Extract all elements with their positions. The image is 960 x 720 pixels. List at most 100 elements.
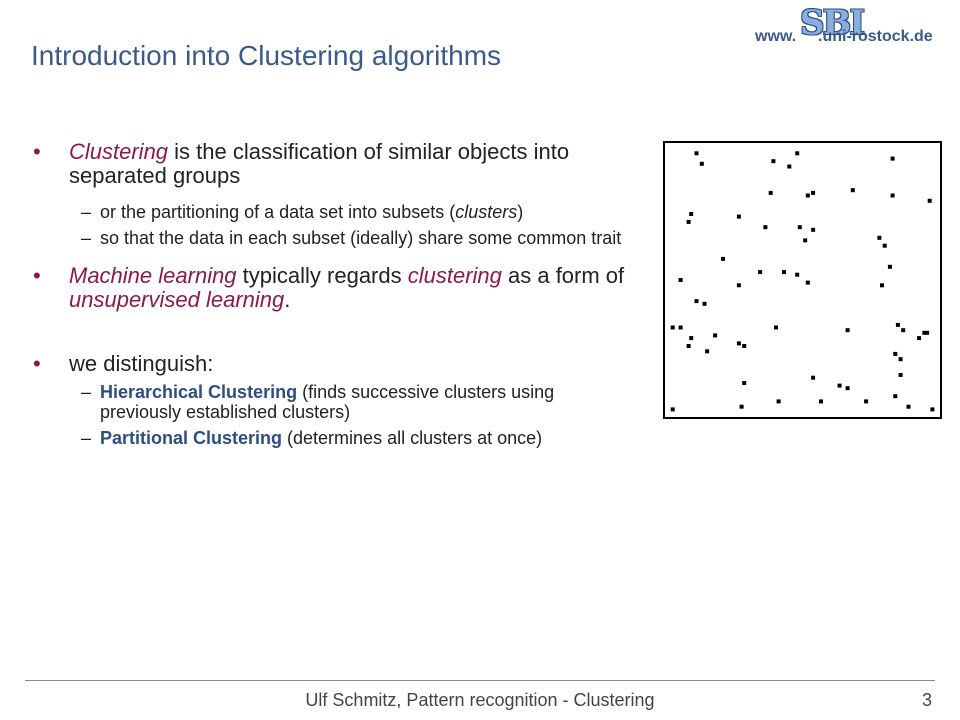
scatter-point: [678, 325, 683, 330]
scatter-point: [922, 330, 927, 335]
footer-divider: [25, 680, 935, 681]
dash: –: [81, 228, 92, 248]
dash: –: [81, 202, 92, 222]
scatter-point: [917, 336, 922, 341]
scatter-point: [686, 344, 691, 348]
scatter-point: [811, 375, 816, 380]
scatter-point: [736, 341, 741, 346]
scatter-point: [925, 330, 930, 335]
scatter-point: [670, 325, 675, 330]
scatter-point: [805, 193, 810, 198]
scatter-point: [930, 407, 935, 412]
sub-bullet-partitional: –Partitional Clustering (determines all …: [33, 428, 633, 448]
scatter-point: [787, 164, 792, 169]
scatter-point: [797, 225, 802, 230]
scatter-point: [686, 219, 691, 224]
dash: –: [81, 382, 92, 402]
scatter-point: [811, 227, 816, 232]
scatter-point: [890, 156, 895, 161]
scatter-point: [887, 264, 892, 269]
logo-suffix: .uni-rostock.de: [818, 28, 933, 45]
scatter-point: [805, 280, 810, 285]
scatter-point: [893, 351, 898, 356]
sub-bullet-hierarchical: –Hierarchical Clustering (finds successi…: [33, 382, 633, 422]
scatter-point: [898, 373, 903, 377]
scatter-point: [819, 399, 823, 404]
sub-bullet-text: so that the data in each subset (ideally…: [100, 228, 622, 248]
bullet-we-distinguish: we distinguish:: [33, 351, 633, 377]
scatter-point: [699, 161, 704, 166]
logo-mark: SBI: [800, 3, 865, 43]
term-clustering: clustering: [407, 263, 502, 288]
scatter-point: [890, 193, 895, 198]
page-number: 3: [921, 690, 932, 710]
bullet-text: typically regards: [236, 263, 408, 288]
sub-bullet-partitioning: –or the partitioning of a data set into …: [33, 202, 633, 222]
term-machine-learning: Machine learning: [69, 263, 237, 288]
scatter-point: [795, 272, 800, 277]
sub-bullet-text: (finds successive clusters using previou…: [100, 382, 555, 422]
bullet-text: we distinguish:: [69, 351, 214, 376]
scatter-point: [689, 212, 694, 216]
scatter-plot: [663, 141, 942, 419]
sub-bullet-text: (determines all clusters at once): [282, 428, 543, 448]
footer-text: Ulf Schmitz, Pattern recognition - Clust…: [305, 690, 655, 710]
scatter-point: [736, 214, 741, 219]
bullet-text: is the classification of similar objects…: [69, 139, 570, 188]
scatter-point: [906, 404, 911, 409]
scatter-point: [864, 399, 869, 404]
term-clustering: Clustering: [69, 139, 169, 164]
scatter-point: [758, 270, 763, 275]
slide-content: Clustering is the classification of simi…: [33, 140, 633, 449]
scatter-point: [742, 344, 747, 348]
scatter-point: [705, 349, 710, 354]
sub-bullet-text: or the partitioning of a data set into s…: [100, 202, 456, 222]
scatter-point: [739, 404, 744, 409]
scatter-point: [893, 394, 898, 399]
term-partitional-clustering: Partitional Clustering: [100, 428, 283, 448]
scatter-point: [776, 399, 781, 404]
scatter-point: [689, 336, 694, 341]
scatter-point: [901, 328, 906, 333]
scatter-point: [895, 322, 900, 327]
dash: –: [81, 428, 92, 448]
scatter-point: [882, 243, 887, 248]
scatter-point: [850, 188, 855, 193]
bullet-text: as a form of: [501, 263, 625, 288]
scatter-point: [694, 299, 699, 304]
scatter-point: [845, 328, 850, 333]
scatter-point: [721, 256, 725, 261]
scatter-point: [927, 198, 932, 203]
sub-bullet-end: ): [517, 202, 524, 222]
scatter-point: [782, 270, 786, 275]
scatter-point: [877, 235, 882, 240]
bullet-machine-learning: Machine learning typically regards clust…: [33, 264, 633, 312]
sub-bullet-common-trait: –so that the data in each subset (ideall…: [33, 228, 633, 248]
term-clusters: clusters: [455, 202, 518, 222]
logo-prefix: www.: [755, 28, 797, 45]
scatter-point: [795, 151, 800, 156]
scatter-point: [694, 151, 699, 156]
scatter-point: [811, 190, 816, 195]
scatter-point: [678, 278, 683, 282]
scatter-point: [880, 283, 884, 288]
scatter-point: [898, 357, 903, 362]
scatter-point: [713, 333, 718, 338]
scatter-point: [736, 283, 741, 288]
scatter-point: [742, 381, 747, 385]
scatter-point: [768, 190, 773, 195]
scatter-point: [771, 159, 776, 164]
term-hierarchical-clustering: Hierarchical Clustering: [100, 382, 298, 402]
term-unsupervised-learning: unsupervised learning: [69, 287, 285, 312]
sbi-logo[interactable]: www. SBI .uni-rostock.de: [716, 4, 946, 48]
scatter-point: [670, 407, 675, 412]
bullet-clustering-definition: Clustering is the classification of simi…: [33, 140, 633, 188]
scatter-point: [845, 386, 850, 391]
scatter-point: [803, 238, 808, 243]
slide-title: Introduction into Clustering algorithms: [31, 40, 502, 71]
scatter-point: [702, 301, 707, 306]
scatter-point: [763, 225, 768, 230]
scatter-point: [774, 325, 778, 330]
scatter-point: [837, 383, 842, 388]
scatter-svg: [670, 151, 935, 412]
